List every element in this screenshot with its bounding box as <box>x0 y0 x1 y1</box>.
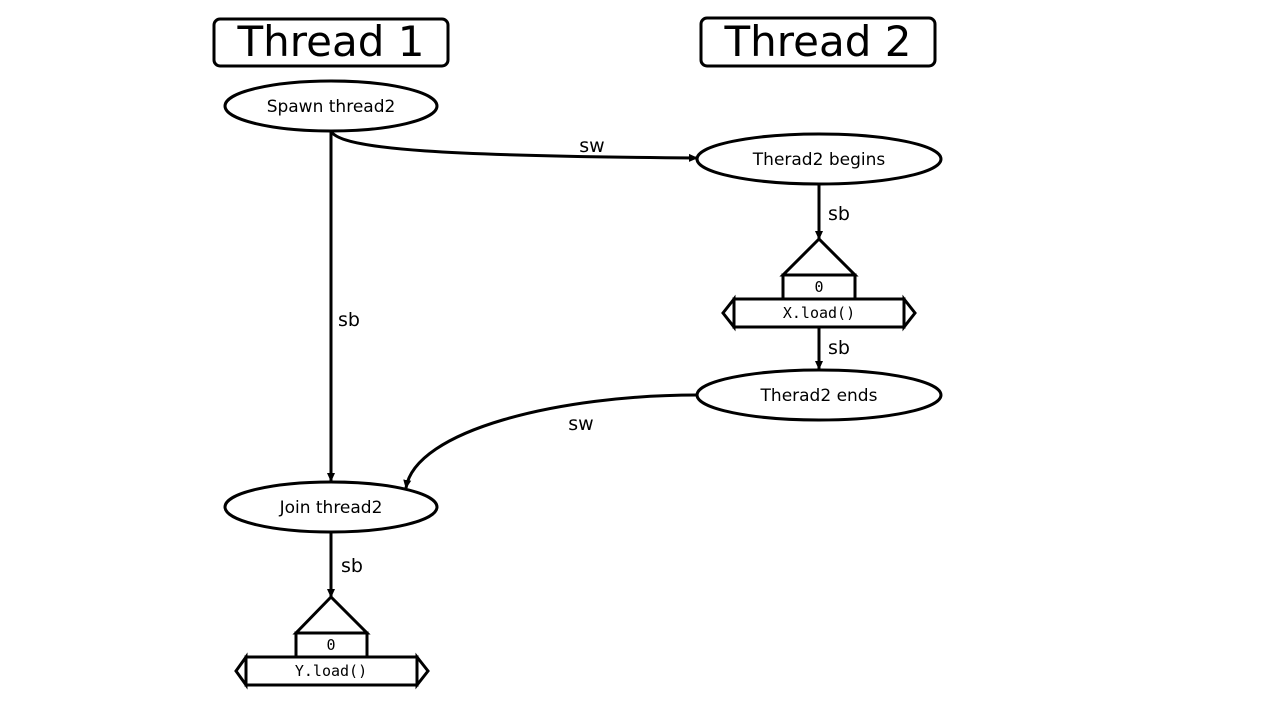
node-thread2-begins-label: Therad2 begins <box>752 150 886 170</box>
edge-ends-to-join <box>403 393 698 489</box>
edge-spawn-to-join-label: sb <box>338 309 360 331</box>
node-spawn-thread2: Spawn thread2 <box>223 79 439 133</box>
edge-xload-to-ends-label: sb <box>828 337 850 359</box>
thread1-header-label: Thread 1 <box>237 17 425 66</box>
node-thread2-ends: Therad2 ends <box>695 368 943 422</box>
edge-ends-to-join-label: sw <box>568 413 593 435</box>
edge-spawn-to-begins <box>329 130 698 162</box>
x-load-label-box <box>732 297 906 329</box>
thread1-header: Thread 1 <box>212 17 450 68</box>
edge-begins-to-xload-label: sb <box>828 203 850 225</box>
x-load-triangle <box>779 236 859 277</box>
node-thread2-ends-label: Therad2 ends <box>760 386 878 406</box>
x-load-value: 0 <box>814 278 823 296</box>
y-load-right-chevron <box>415 652 430 690</box>
y-load-operation: 0 Y.load() <box>234 594 430 690</box>
y-load-triangle <box>292 594 371 635</box>
node-spawn-thread2-label: Spawn thread2 <box>267 97 396 117</box>
x-load-operation: 0 X.load() <box>721 236 917 332</box>
edge-spawn-to-begins-label: sw <box>579 135 604 157</box>
thread2-header-label: Thread 2 <box>724 17 912 66</box>
y-load-label: Y.load() <box>295 662 367 680</box>
node-thread2-begins: Therad2 begins <box>695 132 943 186</box>
y-load-value: 0 <box>326 636 335 654</box>
edge-join-to-yload-label: sb <box>341 555 363 577</box>
x-load-label: X.load() <box>783 304 855 322</box>
node-join-thread2-label: Join thread2 <box>279 498 383 518</box>
y-load-label-box <box>244 655 419 687</box>
x-load-left-chevron <box>721 294 736 332</box>
thread2-header: Thread 2 <box>699 16 937 68</box>
x-load-right-chevron <box>902 294 917 332</box>
node-join-thread2: Join thread2 <box>223 480 439 534</box>
